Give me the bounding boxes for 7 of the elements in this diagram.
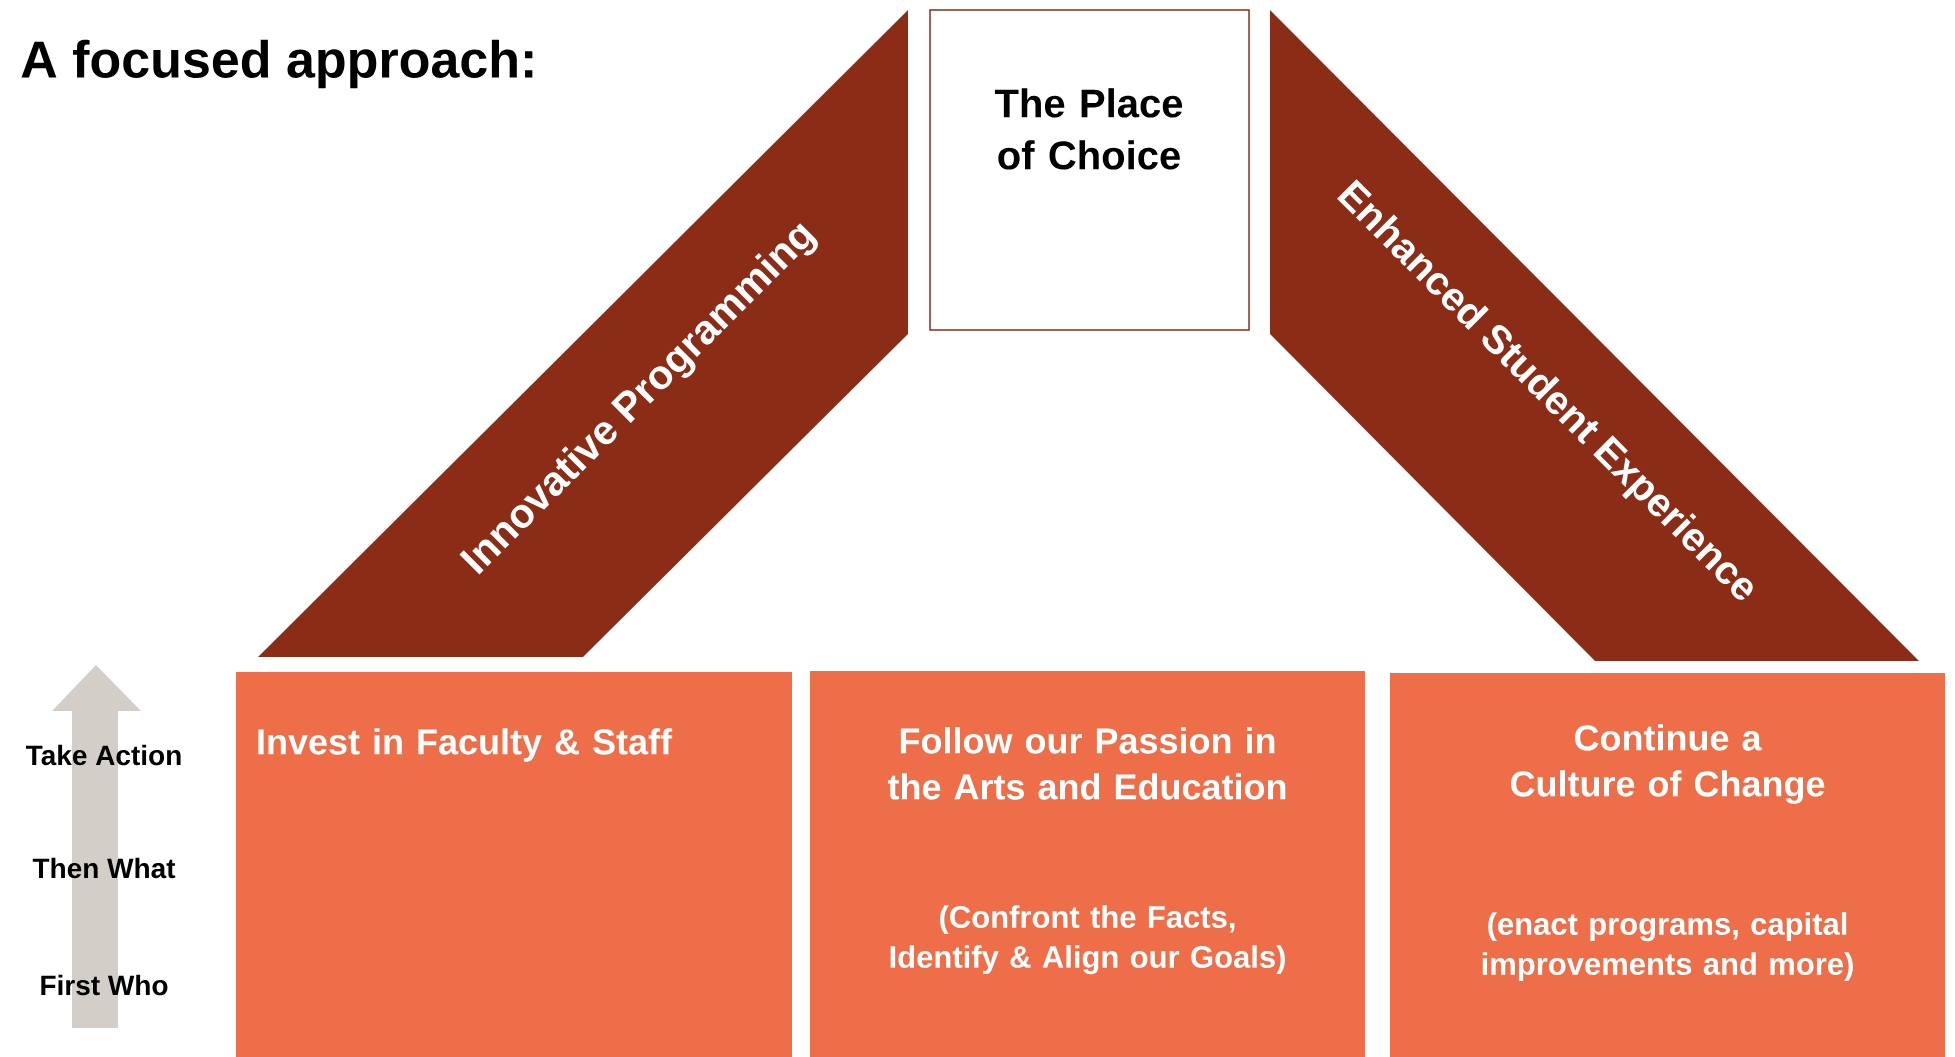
box: Invest in Faculty & Staff <box>236 672 792 1057</box>
box: Follow our Passion in the Arts and Education (Confront the Facts, Identify & Align our Goals) <box>810 671 1365 1057</box>
axis-label: First Who <box>41 974 168 996</box>
box: Continue a Culture of Change (enact programs, capital improvements and more) <box>1390 673 1945 1057</box>
axis-label: Then What <box>32 857 176 879</box>
box: The Place of Choice <box>929 9 1250 331</box>
axis-label: Take Action <box>26 744 181 766</box>
